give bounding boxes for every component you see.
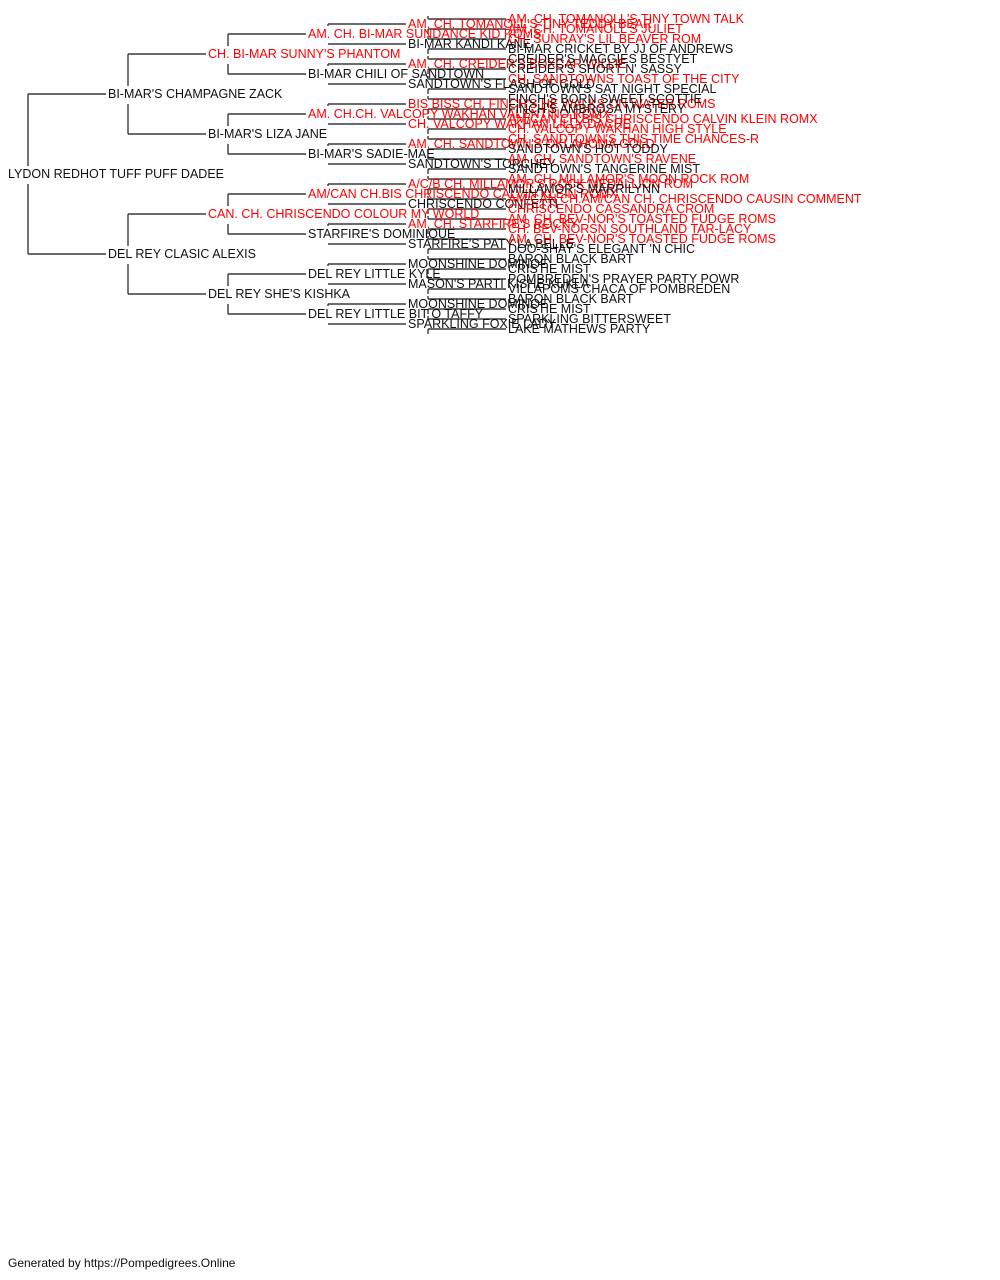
undefined-sire-name: CH. SANDTOWNS TOAST OF THE CITY [508, 72, 740, 86]
undefined-dam-name: CRISTIE MIST [508, 302, 591, 316]
undefined-dam-name: CHRISCENDO CASSANDRA CROM [508, 202, 714, 216]
great-grandparent-sire-name: AM/CAN CH.BIS CHRISCENDO CALVIN KLEIN RO… [308, 187, 618, 201]
great-grandparent-dam-name: BI-MAR CHILI OF SANDTOWN [308, 67, 484, 81]
dog-name-labels: LYDON REDHOT TUFF PUFF DADEE BI-MAR'S CHA… [8, 12, 862, 336]
gg-grandparent-dam-name: BI-MAR KANDI KANE [408, 37, 531, 51]
undefined-sire-name: CH. SANDTOWN'S THIS TIME CHANCES-R [508, 132, 759, 146]
grandparent-dam-name: DEL REY SHE'S KISHKA [208, 287, 351, 301]
undefined-dam-name: LAKE MATHEWS PARTY [508, 322, 651, 336]
undefined-dam-name: BI-MAR CRICKET BY JJ OF ANDREWS [508, 42, 733, 56]
undefined-sire-name: AM. CH. SANDTOWN'S RAVENE [508, 152, 696, 166]
gg-grandparent-dam-name: SANDTOWN'S TORCHEY [408, 157, 556, 171]
undefined-sire-name: POMBREDEN'S PRAYER PARTY POWR [508, 272, 739, 286]
gg-grandparent-dam-name: STARFIRE'S PATY LA BELLE [408, 237, 574, 251]
gg-grandparent-dam-name: CHRISCENDO CONFETTI [408, 197, 558, 211]
great-grandparent-sire-name: AM. CH. BI-MAR SUNDANCE KID ROMS [308, 27, 541, 41]
gg-grandparent-dam-name: CH. VALCOPY WAKHAN LILLY DACHE [408, 117, 631, 131]
undefined-sire-name: AM. CH. TOMANOLL'S TINY TOWN TALK [508, 12, 745, 26]
great-grandparent-dam-name: BI-MAR'S SADIE-MAE [308, 147, 435, 161]
gg-grandparent-sire-name: AM. CH. CREIDER'S BOXCAR WILLIE [408, 57, 626, 71]
grandparent-dam-name: BI-MAR'S LIZA JANE [208, 127, 327, 141]
great-grandparent-sire-name: AM. CH.CH. VALCOPY WAKHAN VALENTINO ROMX [308, 107, 611, 121]
gg-grandparent-sire-name: BIS BISS CH. FINCH'S HE WALKS ON WATER R… [408, 97, 716, 111]
gg-grandparent-sire-name: AM. CH. SANDTOWN'S OKLAHOMA GOLD [408, 137, 655, 151]
grandparent-sire-name: CH. BI-MAR SUNNY'S PHANTOM [208, 47, 400, 61]
undefined-sire-name: CREIDER'S MAGGIES BESTYET [508, 52, 698, 66]
gg-grandparent-sire-name: AM. CH. TOMANOLL'S TINY TEDDY BEAR [408, 17, 652, 31]
parent-dam-name: DEL REY CLASIC ALEXIS [108, 247, 256, 261]
subject-dog-name: LYDON REDHOT TUFF PUFF DADEE [8, 167, 224, 181]
gg-grandparent-sire-name: A/C/B CH. MILLAMOR'S ROCK MEDALLION ROM [408, 177, 693, 191]
connector-lines [27, 16, 506, 334]
undefined-sire-name: AM. CH. MILLAMOR'S MOON ROCK ROM [508, 172, 749, 186]
great-grandparent-dam-name: STARFIRE'S DOMINIQUE [308, 227, 455, 241]
gg-grandparent-sire-name: AM. CH. STARFIRE'S ROCKY [408, 217, 579, 231]
undefined-dam-name: CREIDER'S SHORT N' SASSY [508, 62, 682, 76]
undefined-sire-name: BARON BLACK BART [508, 252, 634, 266]
gg-grandparent-dam-name: SANDTOWN'S FLASH OF GOLD [408, 77, 595, 91]
gg-grandparent-dam-name: MASON'S PARTI KISHE KUKLA [408, 277, 590, 291]
undefined-dam-name: MILLAMOR'S MARRILYNN [508, 182, 660, 196]
undefined-sire-name: AM. CH. BEV-NOR'S TOASTED FUDGE ROMS [508, 212, 776, 226]
undefined-dam-name: CH. BEV-NORSN SOUTHLAND TAR-LACY [508, 222, 752, 236]
undefined-dam-name: SANDTOWN'S TANGERINE MIST [508, 162, 700, 176]
undefined-sire-name: BARON BLACK BART [508, 292, 634, 306]
undefined-dam-name: SANDTOWN'S SAT NIGHT SPECIAL [508, 82, 716, 96]
undefined-dam-name: AM. CH. TOMANOLL'S JULIET [508, 22, 683, 36]
undefined-sire-name: CH. SUNRAY'S LIL BEAVER ROM [508, 32, 701, 46]
great-grandparent-dam-name: DEL REY LITTLE BIT O TAFFY [308, 307, 484, 321]
parent-sire-name: BI-MAR'S CHAMPAGNE ZACK [108, 87, 283, 101]
undefined-dam-name: CRISTIE MIST [508, 262, 591, 276]
undefined-dam-name: FINCH'S AMBROSA MYSTERY [508, 102, 686, 116]
undefined-sire-name: AM/CAN CH.BIS CHRISCENDO CALVIN KLEIN RO… [508, 112, 818, 126]
grandparent-sire-name: CAN. CH. CHRISCENDO COLOUR MY WORLD [208, 207, 479, 221]
undefined-sire-name: AM/CAN CH.AM/CAN CH. CHRISCENDO CAUSIN C… [508, 192, 862, 206]
footer-credit: Generated by https://Pompedigrees.Online [8, 1256, 236, 1270]
undefined-dam-name: DOO-SHAY'S ELEGANT 'N CHIC [508, 242, 695, 256]
gg-grandparent-dam-name: SPARKLING FOXIE LADY [408, 317, 556, 331]
undefined-dam-name: CH. VALCOPY WAKHAN HIGH STYLE [508, 122, 727, 136]
undefined-sire-name: FINCH'S BORN SWEET SCOTTIE [508, 92, 702, 106]
great-grandparent-sire-name: DEL REY LITTLE KYLE [308, 267, 441, 281]
gg-grandparent-sire-name: MOONSHINE DOMINOE [408, 297, 548, 311]
undefined-dam-name: VILLAPOMS CHACA OF POMBREDEN [508, 282, 730, 296]
undefined-sire-name: AM. CH. BEV-NOR'S TOASTED FUDGE ROMS [508, 232, 776, 246]
undefined-dam-name: SANDTOWN'S HOT TODDY [508, 142, 668, 156]
pedigree-tree: LYDON REDHOT TUFF PUFF DADEE BI-MAR'S CHA… [8, 12, 862, 336]
undefined-sire-name: SPARKLING BITTERSWEET [508, 312, 671, 326]
gg-grandparent-sire-name: MOONSHINE DOMINOE [408, 257, 548, 271]
